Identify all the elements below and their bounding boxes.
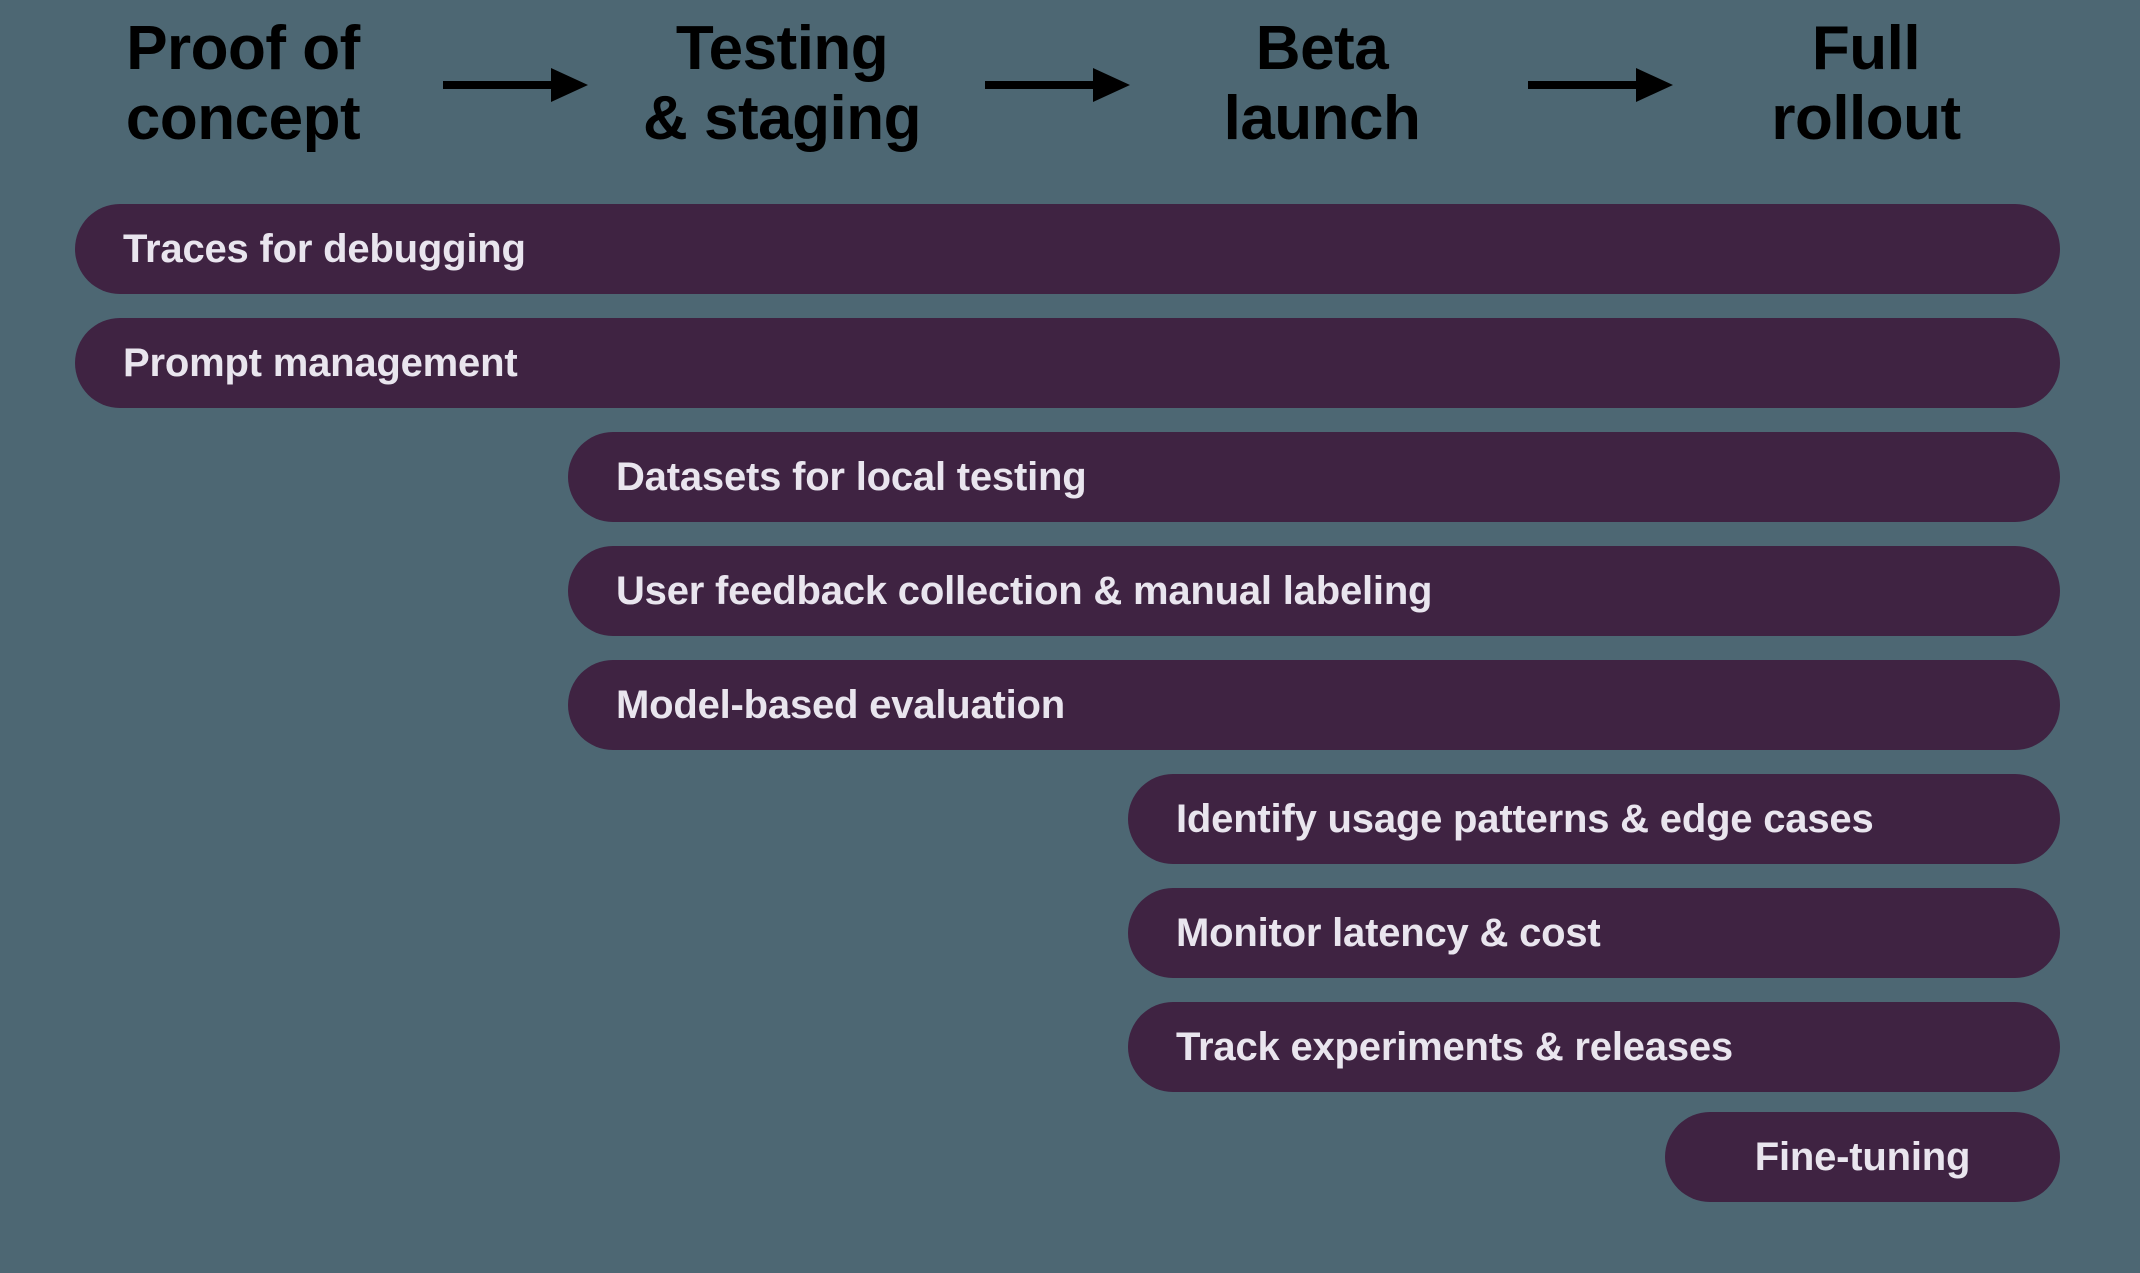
capability-bar-label: Track experiments & releases (1176, 1025, 1733, 1069)
capability-bar-label: Identify usage patterns & edge cases (1176, 797, 1874, 841)
phase-label-beta-launch: Beta launch (1223, 14, 1421, 153)
capability-bar-label: Traces for debugging (123, 227, 526, 271)
capability-bar-prompt-management[interactable]: Prompt management (75, 318, 2060, 408)
capability-bar-label: Prompt management (123, 341, 518, 385)
arrow-right-icon (985, 62, 1130, 108)
capability-bar-label: Datasets for local testing (616, 455, 1087, 499)
phase-label-proof-of-concept: Proof of concept (125, 14, 361, 153)
capability-bar-fine-tuning[interactable]: Fine-tuning (1665, 1112, 2060, 1202)
arrow-right-icon (443, 62, 588, 108)
capability-bar-label: Fine-tuning (1754, 1135, 1971, 1179)
phase-label-testing-and-staging: Testing & staging (643, 14, 921, 153)
capability-bar-user-feedback-collection[interactable]: User feedback collection & manual labeli… (568, 546, 2060, 636)
capability-bar-label: User feedback collection & manual labeli… (616, 569, 1433, 613)
arrow-right-icon (1528, 62, 1673, 108)
capability-bar-traces-for-debugging[interactable]: Traces for debugging (75, 204, 2060, 294)
phase-label-full-rollout: Full rollout (1771, 14, 1961, 153)
capability-bar-datasets-for-local-testing[interactable]: Datasets for local testing (568, 432, 2060, 522)
capability-bar-identify-usage-patterns[interactable]: Identify usage patterns & edge cases (1128, 774, 2060, 864)
capability-bar-track-experiments-and-releases[interactable]: Track experiments & releases (1128, 1002, 2060, 1092)
capability-bar-label: Monitor latency & cost (1176, 911, 1601, 955)
capability-bar-label: Model-based evaluation (616, 683, 1066, 727)
capability-bar-model-based-evaluation[interactable]: Model-based evaluation (568, 660, 2060, 750)
capability-bar-monitor-latency-and-cost[interactable]: Monitor latency & cost (1128, 888, 2060, 978)
